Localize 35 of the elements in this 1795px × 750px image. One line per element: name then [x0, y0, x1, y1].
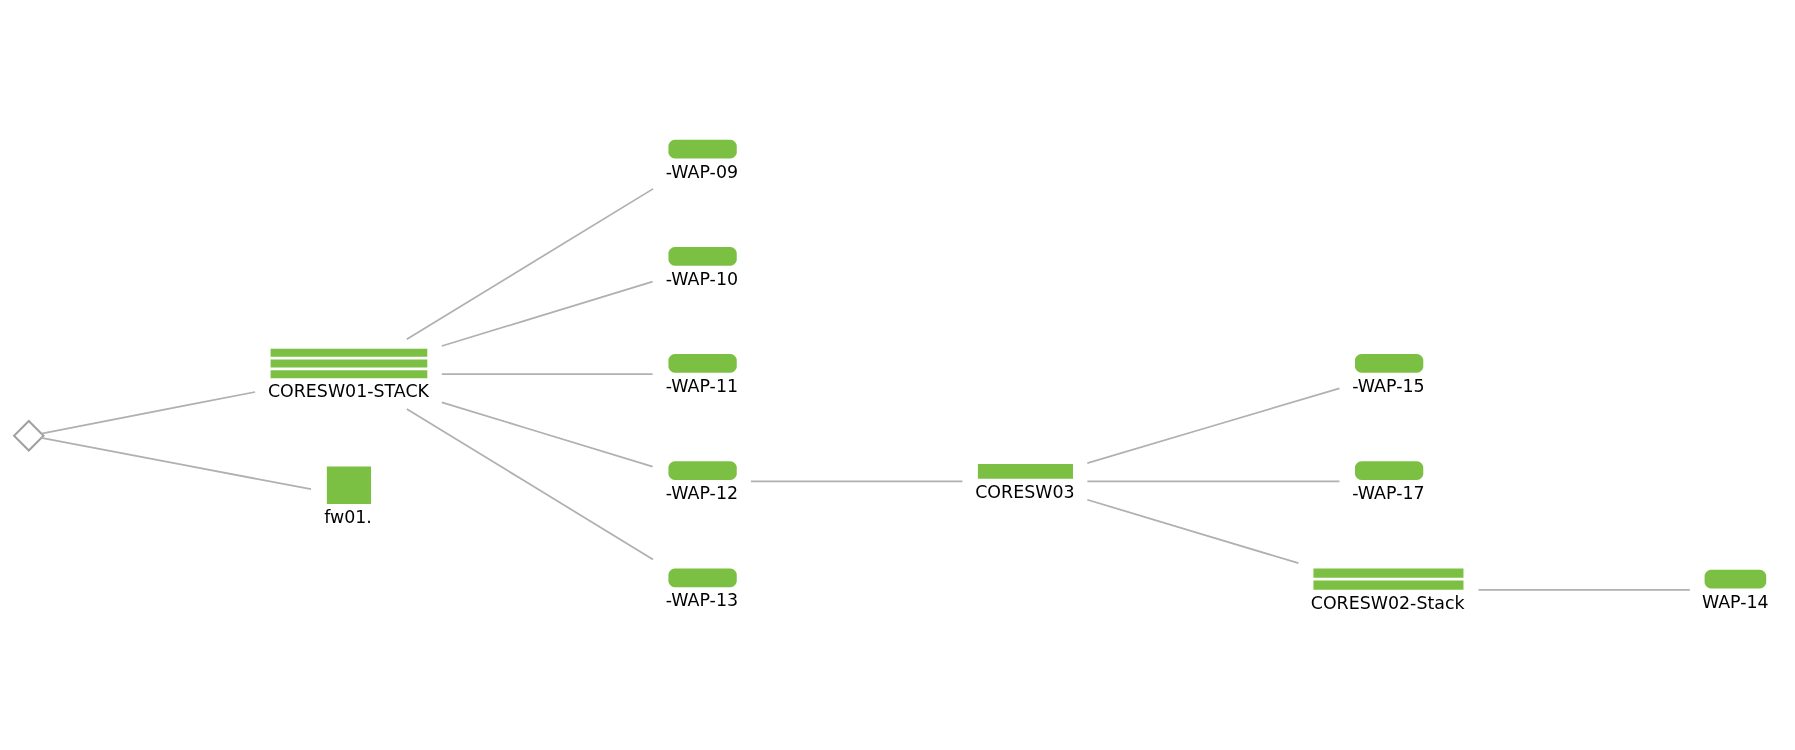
node-box: [1704, 569, 1767, 588]
node-label: -WAP-12: [665, 482, 739, 503]
node-box: [668, 460, 737, 480]
node-label: -WAP-17: [1352, 482, 1425, 503]
connector: [40, 390, 256, 434]
node-box: [977, 463, 1073, 479]
node-label: -WAP-10: [665, 268, 739, 289]
node-label: -WAP-13: [665, 589, 739, 610]
node-box: [668, 246, 737, 266]
node-box: [326, 466, 372, 504]
connector: [1086, 479, 1341, 482]
node-box: [668, 353, 737, 373]
connector: [1477, 588, 1691, 591]
node-label: CORESW03: [975, 481, 1075, 502]
node-box: [668, 567, 737, 587]
connector: [1086, 498, 1300, 564]
node-label: -WAP-15: [1352, 375, 1425, 396]
connector: [40, 436, 312, 490]
node-label: -WAP-09: [665, 161, 739, 182]
node-box: [1354, 460, 1424, 480]
connector: [440, 372, 654, 375]
node-label: CORESW01-STACK: [267, 380, 430, 401]
node-label: CORESW02-Stack: [1310, 592, 1465, 613]
node-label: -WAP-11: [665, 375, 739, 396]
connector: [405, 407, 654, 560]
node-box: [1354, 353, 1424, 373]
connector: [1086, 386, 1341, 464]
node-diamond: [12, 419, 45, 452]
node-box: [668, 139, 737, 158]
connector: [440, 280, 654, 347]
connector: [749, 479, 964, 482]
node-label: WAP-14: [1701, 591, 1769, 612]
connector: [405, 187, 654, 340]
node-label: fw01.: [324, 506, 372, 527]
connector: [440, 400, 654, 468]
